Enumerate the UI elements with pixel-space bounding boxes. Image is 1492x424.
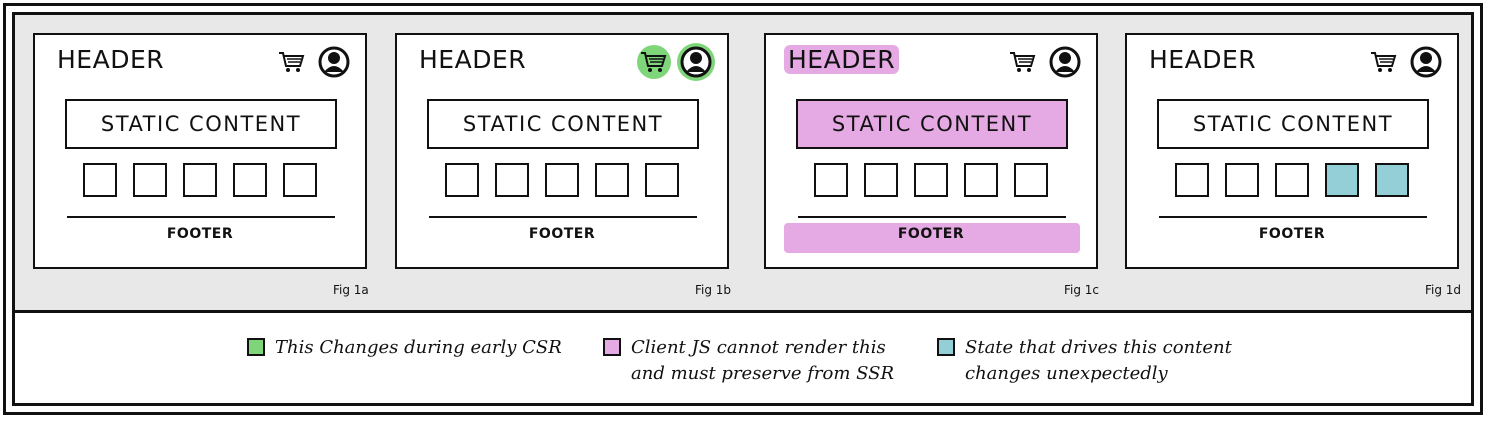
legend-text: This Changes during early CSR — [275, 337, 562, 358]
legend-swatch-blue — [937, 338, 955, 356]
panel-footer: FOOTER — [897, 226, 965, 242]
panel-header: HEADER — [57, 45, 165, 74]
fig-label: Fig 1a — [333, 283, 369, 297]
cart-icon — [275, 45, 309, 79]
item-square — [1175, 163, 1209, 197]
user-avatar-icon — [1046, 43, 1084, 81]
panel-header: HEADER — [784, 45, 900, 74]
item-square — [1275, 163, 1309, 197]
item-squares — [1175, 163, 1415, 203]
panel-fig-1b: HEADER STATIC CONTENT FOOTER — [395, 33, 729, 269]
panel-footer: FOOTER — [1258, 226, 1326, 242]
footer-divider — [1159, 216, 1427, 218]
figure-frame: HEADER STATIC CONTENT FOOTER Fi — [3, 3, 1483, 415]
item-square — [1014, 163, 1048, 197]
footer-divider — [798, 216, 1066, 218]
panel-footer: FOOTER — [166, 226, 234, 242]
user-avatar-icon — [315, 43, 353, 81]
item-square — [645, 163, 679, 197]
item-square — [964, 163, 998, 197]
figure-inner-frame: HEADER STATIC CONTENT FOOTER Fi — [12, 12, 1474, 406]
item-square — [133, 163, 167, 197]
item-square — [914, 163, 948, 197]
item-square — [495, 163, 529, 197]
item-square — [183, 163, 217, 197]
panel-fig-1d: HEADER STATIC CONTENT FOOTER — [1125, 33, 1459, 269]
footer-divider — [67, 216, 335, 218]
legend-item-blue: State that drives this content changes u… — [937, 335, 1265, 387]
item-squares — [814, 163, 1054, 203]
fig-label: Fig 1d — [1425, 283, 1462, 297]
item-square — [864, 163, 898, 197]
panel-fig-1c: HEADER STATIC CONTENT FOOTER — [764, 33, 1098, 269]
item-squares — [445, 163, 685, 203]
item-squares — [83, 163, 323, 203]
legend-item-green: This Changes during early CSR — [247, 335, 562, 361]
legend-text: Client JS cannot render this and must pr… — [631, 337, 895, 384]
legend: This Changes during early CSR Client JS … — [15, 313, 1471, 403]
fig-label: Fig 1c — [1064, 283, 1100, 297]
item-square — [814, 163, 848, 197]
panel-footer: FOOTER — [528, 226, 596, 242]
legend-swatch-green — [247, 338, 265, 356]
cart-icon — [1367, 45, 1401, 79]
item-square — [283, 163, 317, 197]
fig-label: Fig 1b — [695, 283, 732, 297]
legend-swatch-pink — [603, 338, 621, 356]
static-content-box: STATIC CONTENT — [65, 99, 337, 149]
item-square-highlighted — [1375, 163, 1409, 197]
item-square — [445, 163, 479, 197]
panel-header: HEADER — [419, 45, 527, 74]
panel-fig-1a: HEADER STATIC CONTENT FOOTER — [33, 33, 367, 269]
static-content-box: STATIC CONTENT — [427, 99, 699, 149]
static-content-box: STATIC CONTENT — [1157, 99, 1429, 149]
panel-header: HEADER — [1149, 45, 1257, 74]
user-avatar-icon — [677, 43, 715, 81]
static-content-box: STATIC CONTENT — [796, 99, 1068, 149]
item-square — [1225, 163, 1259, 197]
footer-highlight — [784, 223, 1080, 253]
item-square — [545, 163, 579, 197]
legend-text: State that drives this content changes u… — [965, 337, 1232, 384]
panels-area: HEADER STATIC CONTENT FOOTER Fi — [15, 15, 1471, 313]
user-avatar-icon — [1407, 43, 1445, 81]
cart-icon — [637, 45, 671, 79]
footer-divider — [429, 216, 697, 218]
legend-item-pink: Client JS cannot render this and must pr… — [603, 335, 921, 387]
cart-icon — [1006, 45, 1040, 79]
item-square — [595, 163, 629, 197]
item-square-highlighted — [1325, 163, 1359, 197]
item-square — [83, 163, 117, 197]
item-square — [233, 163, 267, 197]
